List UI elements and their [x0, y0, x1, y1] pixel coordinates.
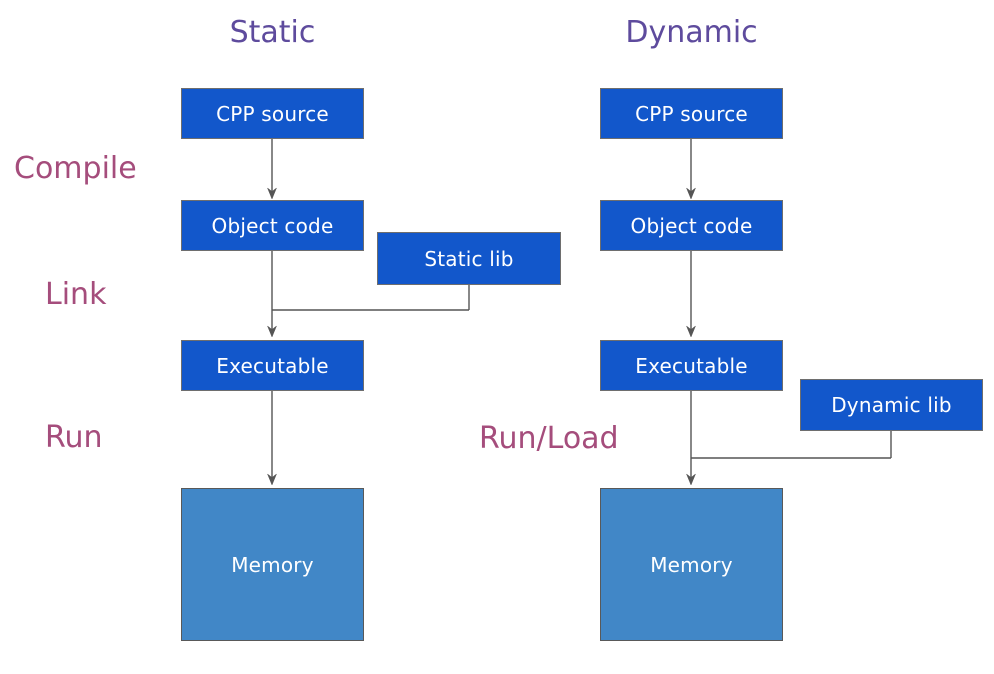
arrowhead-dynamic-run	[685, 473, 697, 486]
static-lib-box: Static lib	[377, 232, 561, 285]
arrowhead-static-compile	[266, 187, 278, 200]
arrowhead-static-link	[266, 325, 278, 338]
dynamic-executable-box: Executable	[600, 340, 783, 391]
dynamic-lib-box: Dynamic lib	[800, 379, 983, 431]
stage-label-compile: Compile	[14, 151, 137, 186]
arrowhead-dynamic-compile	[685, 187, 697, 200]
stage-label-run-load: Run/Load	[479, 421, 619, 456]
dynamic-object-code-box: Object code	[600, 200, 783, 251]
static-memory-box: Memory	[181, 488, 364, 641]
static-column-title: Static	[229, 15, 316, 50]
arrowhead-static-run	[266, 473, 278, 486]
stage-label-link: Link	[45, 277, 107, 312]
static-cpp-source-box: CPP source	[181, 88, 364, 139]
stage-label-run: Run	[45, 420, 103, 455]
static-object-code-box: Object code	[181, 200, 364, 251]
dynamic-cpp-source-box: CPP source	[600, 88, 783, 139]
dynamic-memory-box: Memory	[600, 488, 783, 641]
arrowhead-dynamic-link	[685, 325, 697, 338]
dynamic-column-title: Dynamic	[625, 15, 758, 50]
static-executable-box: Executable	[181, 340, 364, 391]
